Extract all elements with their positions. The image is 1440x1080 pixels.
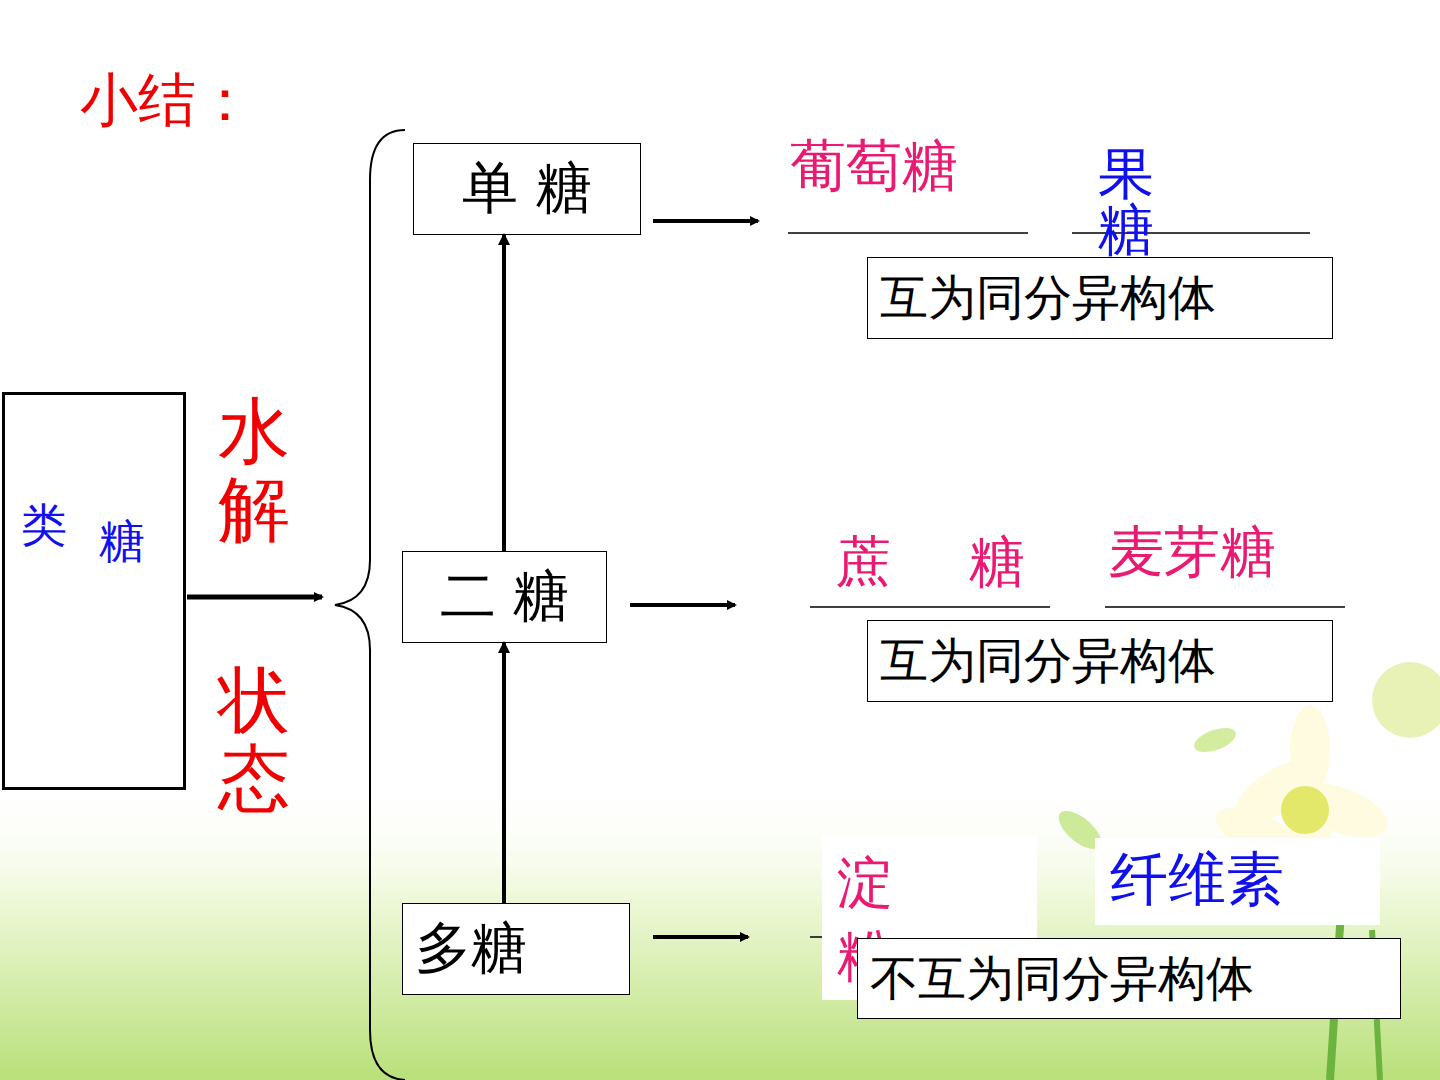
pointer-arrow [653,935,748,939]
node-text: 互为同分异构体 [880,266,1216,330]
blank-line [788,232,1028,234]
process-label: 水解 [218,393,308,549]
node-text: 糖 [99,511,145,573]
node-text: 类 [21,495,67,557]
pointer-arrow [653,219,758,223]
category-box: 类糖 [2,392,186,790]
node-text: 单 糖 [462,151,592,227]
brace [335,130,405,1080]
sugar-name: 纤维素 [1095,838,1380,925]
sugar-name: 葡萄糖 [790,134,958,198]
sugar-name: 果糖 [1098,146,1168,258]
title-heading: 小结： [80,62,254,140]
sugar-box: 多糖 [402,903,630,995]
label-text: 葡萄糖 [790,134,958,198]
sugar-name: 蔗 糖 [835,530,1025,594]
sugar-box: 二 糖 [402,551,607,643]
sugar-name: 麦芽糖 [1108,520,1276,584]
node-text: 互为同分异构体 [880,629,1216,693]
node-text: 多糖 [415,911,527,987]
label-text: 麦芽糖 [1108,520,1276,584]
label-text: 纤维素 [1110,846,1380,913]
note-box: 互为同分异构体 [867,257,1333,339]
label-text: 状态 [218,662,308,818]
node-text: 二 糖 [440,559,570,635]
note-box: 不互为同分异构体 [857,938,1401,1019]
node-text: 不互为同分异构体 [870,947,1254,1011]
process-label: 状态 [218,662,308,818]
label-text: 果糖 [1098,146,1168,258]
note-box: 互为同分异构体 [867,620,1333,702]
blank-line [1105,606,1345,608]
label-text: 蔗 糖 [835,530,1025,594]
hydrolysis-arrow [502,235,506,551]
label-text: 水解 [218,393,308,549]
sugar-box: 单 糖 [413,143,641,235]
pointer-arrow [630,603,735,607]
hydrolysis-arrow [502,643,506,903]
hydrolysis-arrow [187,595,322,600]
blank-line [810,606,1050,608]
